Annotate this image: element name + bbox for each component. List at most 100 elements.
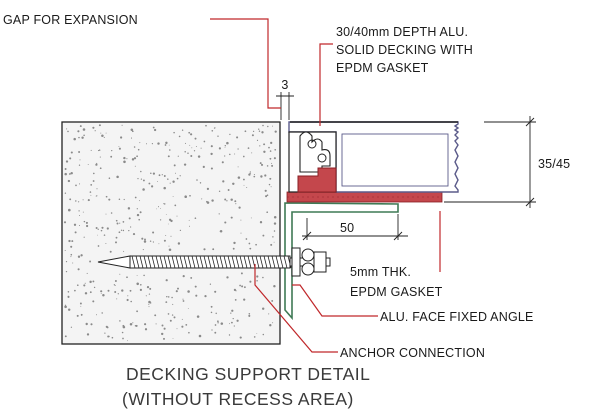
concrete-speck [226, 276, 229, 279]
thread-line [255, 255, 260, 269]
concrete-speck [220, 322, 224, 325]
anchor-label: ANCHOR CONNECTION [340, 346, 485, 360]
concrete-speck [167, 313, 170, 315]
concrete-speck [92, 280, 95, 283]
concrete-speck [144, 238, 146, 241]
thread-line [243, 255, 248, 269]
thread-line [155, 255, 160, 269]
concrete-speck [100, 290, 103, 293]
gasket-label-2: EPDM GASKET [350, 285, 443, 299]
concrete-speck [87, 199, 90, 202]
concrete-speck [262, 234, 265, 237]
concrete-speck [93, 286, 96, 289]
concrete-speck [251, 134, 254, 137]
concrete-speck [167, 296, 170, 298]
decking-label-1: 30/40mm DEPTH ALU. [336, 25, 468, 39]
concrete-speck [151, 143, 153, 145]
concrete-speck [217, 322, 219, 324]
concrete-speck [158, 243, 160, 245]
concrete-speck [131, 130, 134, 133]
concrete-speck [234, 299, 237, 301]
concrete-speck [67, 130, 69, 133]
height-dimension: 35/45 [444, 116, 570, 208]
concrete-speck [187, 308, 189, 309]
concrete-speck [239, 336, 242, 339]
concrete-speck [272, 236, 274, 238]
concrete-speck [219, 230, 223, 233]
face-fixed-angle [284, 202, 399, 321]
concrete-speck [136, 282, 139, 286]
concrete-speck [130, 137, 133, 139]
concrete-speck [148, 300, 151, 304]
concrete-speck [272, 125, 274, 127]
concrete-speck [85, 221, 88, 224]
concrete-speck [179, 175, 181, 177]
concrete-speck [83, 284, 86, 287]
concrete-speck [273, 230, 276, 232]
concrete-speck [210, 152, 213, 156]
concrete-speck [95, 314, 98, 316]
concrete-speck [96, 234, 98, 236]
concrete-speck [179, 229, 182, 232]
concrete-speck [240, 219, 242, 221]
concrete-speck [142, 179, 145, 182]
concrete-speck [235, 203, 237, 205]
thread-line [167, 255, 172, 269]
concrete-speck [187, 290, 190, 293]
concrete-speck [272, 322, 274, 324]
concrete-speck [143, 240, 147, 243]
concrete-speck [222, 180, 225, 183]
concrete-speck [165, 235, 167, 236]
concrete-speck [230, 312, 232, 314]
concrete-speck [156, 208, 158, 210]
concrete-speck [165, 301, 168, 304]
concrete-speck [218, 147, 221, 150]
thread-line [271, 255, 276, 269]
concrete-speck [67, 295, 70, 298]
concrete-speck [136, 208, 138, 210]
thread-line [227, 255, 232, 269]
concrete-speck [178, 135, 181, 138]
concrete-speck [66, 128, 68, 130]
concrete-speck [224, 147, 226, 149]
concrete-speck [133, 157, 137, 160]
concrete-speck [224, 155, 226, 157]
concrete-speck [172, 195, 174, 197]
concrete-speck [82, 199, 84, 201]
concrete-speck [167, 178, 169, 180]
concrete-speck [170, 219, 173, 223]
concrete-speck [181, 129, 184, 131]
concrete-speck [163, 239, 166, 242]
concrete-speck [233, 288, 237, 292]
concrete-speck [152, 172, 155, 175]
concrete-speck [119, 320, 121, 322]
thread-line [171, 255, 176, 269]
concrete-speck [264, 189, 267, 192]
concrete-speck [165, 214, 167, 216]
concrete-speck [90, 194, 92, 196]
concrete-speck [114, 291, 117, 293]
concrete-speck [105, 243, 107, 244]
concrete-speck [210, 145, 213, 148]
concrete-speck [175, 172, 176, 174]
concrete-speck [89, 291, 92, 294]
concrete-speck [118, 147, 121, 150]
concrete-speck [103, 136, 105, 138]
concrete-speck [150, 172, 152, 174]
thread-line [211, 255, 216, 269]
concrete-speck [270, 141, 273, 145]
concrete-speck [205, 124, 207, 127]
anchor-bolt [97, 247, 331, 277]
concrete-speck [111, 149, 113, 152]
concrete-speck [191, 147, 193, 149]
concrete-speck [265, 195, 268, 198]
concrete-speck [221, 161, 224, 164]
concrete-speck [163, 203, 165, 205]
concrete-speck [116, 298, 118, 300]
gap-dimension-label: 3 [281, 78, 288, 92]
concrete-speck [115, 236, 118, 239]
concrete-speck [229, 133, 231, 136]
concrete-speck [231, 321, 233, 324]
concrete-speck [172, 303, 174, 305]
